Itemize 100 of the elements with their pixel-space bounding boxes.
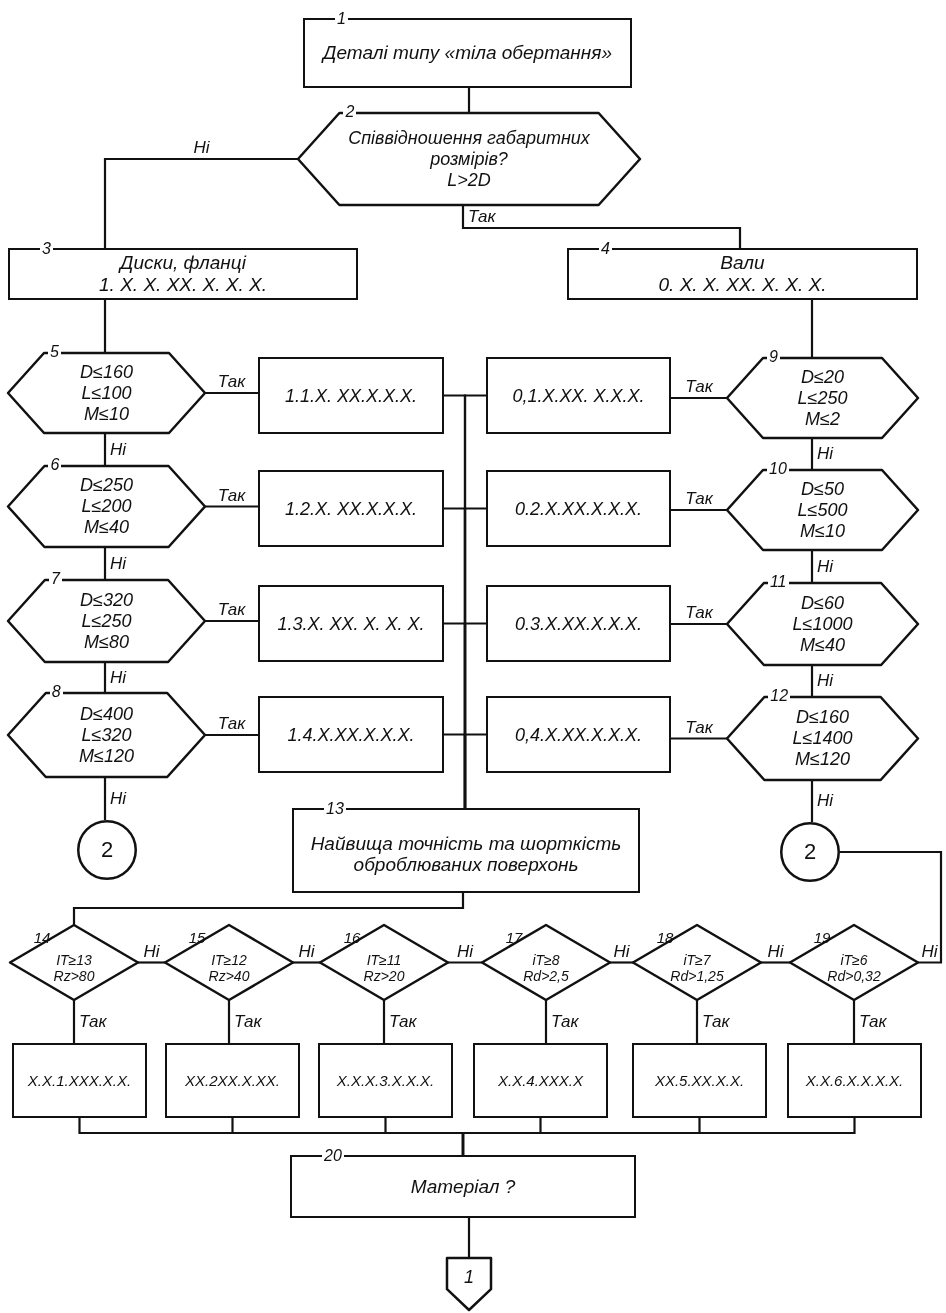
node-text: Матеріал ? [410,1175,516,1198]
connector-line [671,737,727,740]
node-text: 2 [803,841,817,863]
connector-line [852,1000,856,1043]
decision-diamond [790,925,918,1000]
node-text: 0.2.X.XX.X.X.X. [514,497,643,520]
process-box [258,585,444,662]
node-text: Співвідношення габаритних розмірів? [347,127,591,170]
decision-diamond [320,925,448,1000]
node-text: D≤320 L≤250 M≤80 [80,589,133,653]
node-text: 2 [100,839,114,861]
connector-line [810,780,814,822]
node-text: 1 [464,1266,474,1288]
node-text: XX.2XX.X.XX. [184,1070,280,1091]
node-text: D≤20 L≤250 M≤2 [797,366,848,430]
node-text: X.X.4.XXX.X [497,1070,583,1091]
connector-line [467,1218,471,1258]
connector-line [103,662,107,693]
node-text: 0,1.X.XX. X.X.X. [512,384,645,407]
process-box [165,1043,300,1118]
node-text: IT≥12 Rz>40 [208,951,250,984]
node-text: IT≥11 Rz>20 [363,951,405,984]
connector-line [463,733,486,808]
node-text: X.X.6.X.X.X.X. [805,1070,904,1091]
decision-diamond [10,925,138,1000]
node-text: Деталі типу «тіла обертання» [323,42,612,64]
decision-diamond [482,925,610,1000]
connector-line [610,961,633,964]
connector-line [138,961,165,964]
connector-line [840,850,943,964]
node-text: 1.2.X. XX.X.X.X. [284,497,418,520]
node-text: 0,4.X.XX.X.X.X. [514,723,643,746]
process-box [473,1043,608,1118]
process-box [258,357,444,434]
node-text: X.X.1.XXX.X.X. [27,1070,132,1091]
node-text: D≤160 L≤100 M≤10 [80,361,133,425]
process-box [12,1043,147,1118]
connector-line [695,1000,699,1043]
process-box [787,1043,922,1118]
off-page-connector [447,1258,491,1310]
node-text: D≤60 L≤1000 M≤40 [792,592,853,656]
node-text: D≤400 L≤320 M≤120 [79,703,134,767]
connector-line [671,622,727,626]
connector-line [103,547,107,580]
node-text: L>2D [447,169,491,191]
node-text: IT≥13 Rz>80 [53,951,95,984]
connector-line [205,733,258,737]
connector-circle [780,822,840,882]
process-box [318,1043,453,1118]
connector-line [461,1118,856,1155]
process-box [632,1043,767,1118]
node-text: 0.3.X.XX.X.X.X. [514,612,643,635]
node-text: 1.4.X.XX.X.X.X. [287,723,415,746]
node-text: 1.3.X. XX. X. X. X. [277,612,425,635]
connector-line [382,1000,386,1043]
connector-line [103,300,107,353]
connector-line [205,619,258,623]
node-text: iT≥8 Rd>2,5 [523,951,569,984]
process-box [258,470,444,547]
node-text: X.X.X.3.X.X.X. [336,1070,435,1091]
connector-line [448,961,482,964]
connector-line [467,88,471,113]
node-text: Диски, фланці [120,252,246,274]
process-box [486,357,671,434]
decision-diamond [633,925,761,1000]
process-box [486,585,671,662]
node-text: Вали [720,252,765,274]
connector-line [761,961,790,964]
connector-circle [77,820,137,880]
node-text: D≤250 L≤200 M≤40 [80,475,133,538]
node-text: Найвища точність та шорткість оброблюваних поверхонь [309,832,623,875]
connector-line [810,665,814,697]
connector-line [205,505,258,508]
node-text: iT≥7 Rd>1,25 [670,951,724,984]
connector-line [72,1000,76,1043]
process-box [258,696,444,773]
node-text: 0. X. X. XX. X. X. X. [658,274,827,296]
process-box [486,470,671,547]
node-text: XX.5.XX.X.X. [654,1070,745,1091]
connector-line [671,508,727,512]
node-text: 1. X. X. XX. X. X. X. [99,274,267,296]
connector-line [103,157,298,248]
node-text: D≤50 L≤500 M≤10 [797,478,848,542]
node-text: D≤160 L≤1400 M≤120 [792,707,853,770]
connector-line [103,433,107,466]
connector-line [103,777,107,820]
connector-line [293,961,320,964]
connector-line [810,550,814,583]
connector-line [72,893,465,925]
connector-line [544,1000,548,1043]
node-text: iT≥6 Rd>0,32 [827,951,881,984]
connector-line [227,1000,231,1043]
connector-line [671,396,727,400]
connector-line [461,205,742,248]
process-box [486,696,671,773]
connector-line [205,391,258,395]
node-text: 1.1.X. XX.X.X.X. [284,384,418,407]
connector-line [810,300,814,358]
decision-diamond [165,925,293,1000]
connector-line [810,438,814,470]
